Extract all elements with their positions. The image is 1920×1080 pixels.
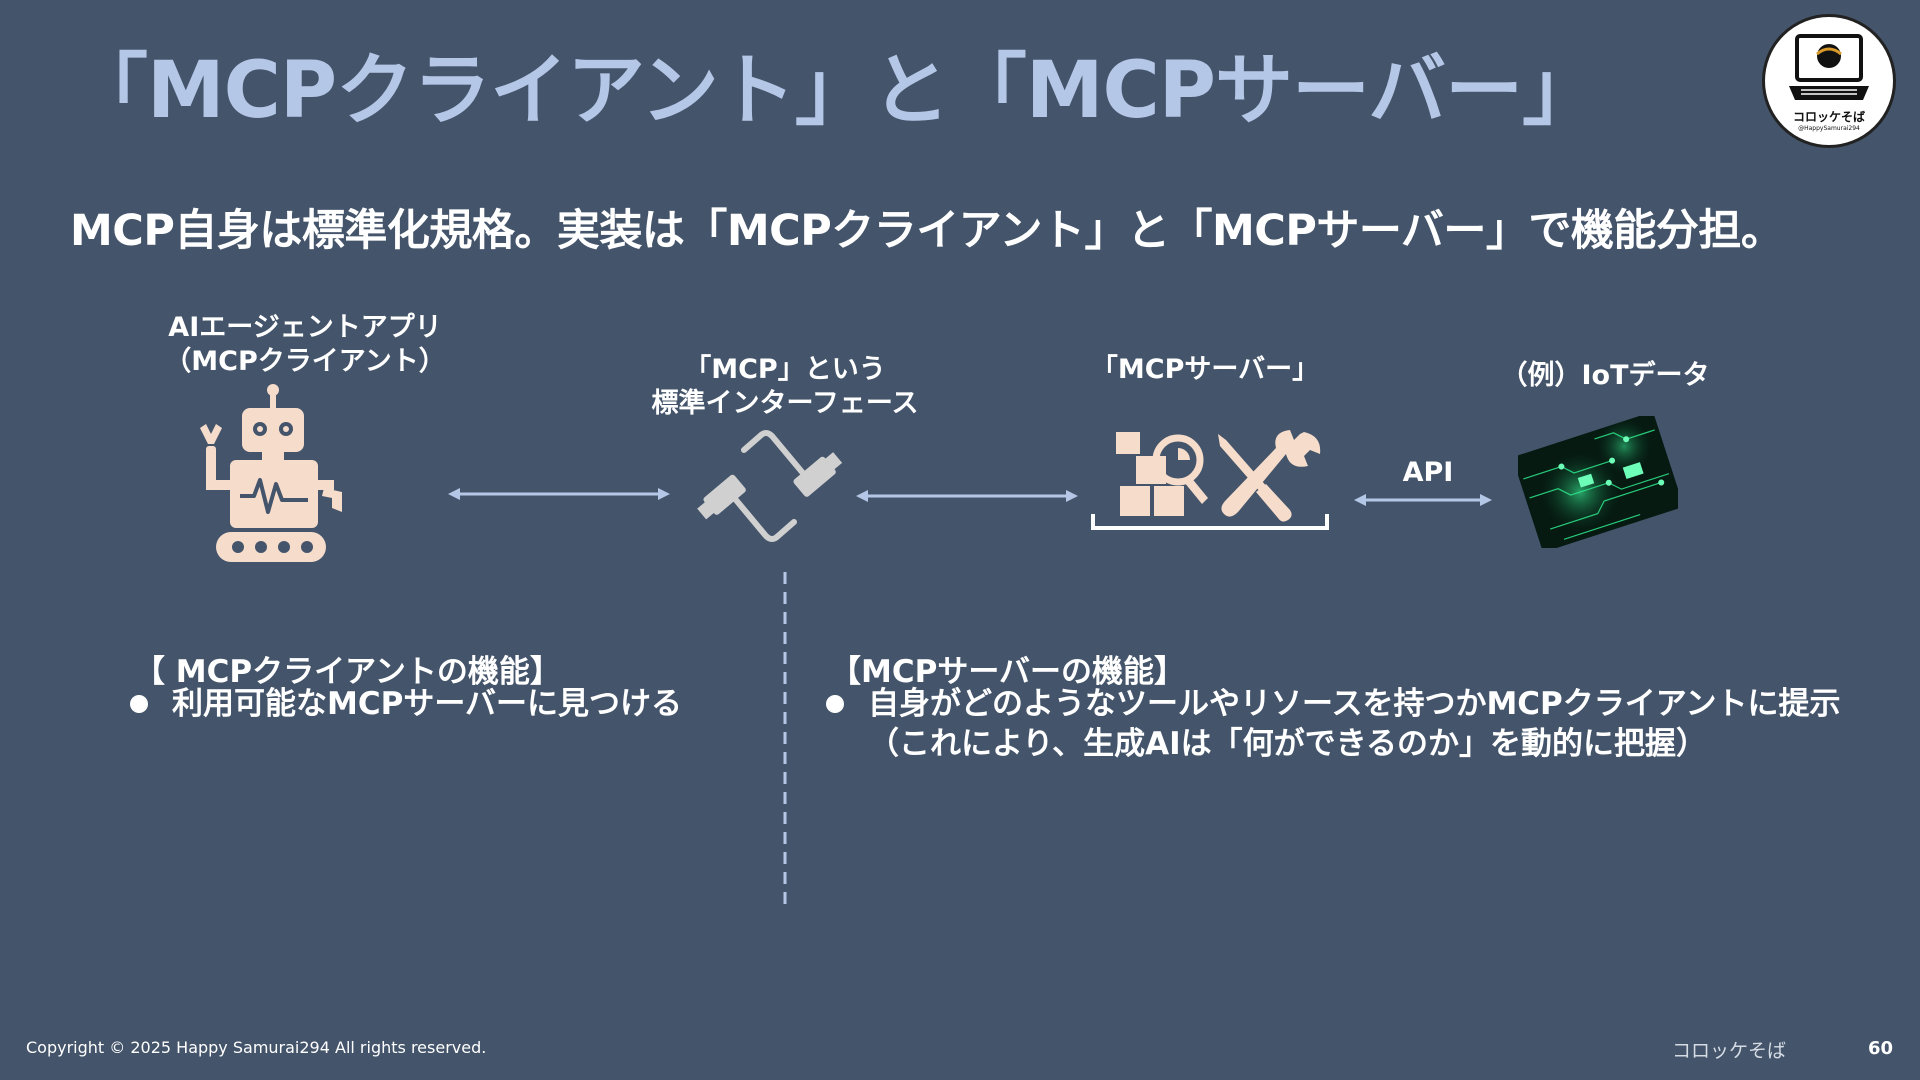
- page-number: 60: [1868, 1038, 1894, 1059]
- laptop-bowl-icon: [1789, 34, 1869, 100]
- brand-logo: コロッケそば @HappySamurai294: [1762, 14, 1896, 148]
- copyright-text: Copyright © 2025 Happy Samurai294 All ri…: [26, 1038, 487, 1057]
- robot-icon: [200, 384, 342, 562]
- server-bullet-line2: （これにより、生成AIは「何ができるのか」を動的に把握）: [868, 726, 1708, 762]
- logo-handle: @HappySamurai294: [1798, 125, 1860, 132]
- interface-label-line1: 「MCP」という: [684, 354, 886, 385]
- slide-subtitle: MCP自身は標準化規格。実装は「MCPクライアント」と「MCPサーバー」で機能分…: [70, 206, 1784, 256]
- server-bullet-list: 自身がどのようなツールやリソースを持つかMCPクライアントに提示 （これにより、…: [826, 684, 1841, 764]
- api-label: API: [1402, 457, 1454, 488]
- server-bullet-line1: 自身がどのようなツールやリソースを持つかMCPクライアントに提示: [868, 686, 1841, 722]
- arrow-interface-server: [856, 490, 1078, 502]
- data-label: （例）IoTデータ: [1500, 360, 1710, 391]
- interface-label-line2: 標準インターフェース: [651, 388, 919, 419]
- logo-text: コロッケそば: [1792, 110, 1865, 124]
- bullet-dot: [826, 695, 844, 713]
- interface-label: 「MCP」という 標準インターフェース: [620, 353, 950, 421]
- list-item: 利用可能なMCPサーバーに見つける: [130, 684, 682, 724]
- client-bullet-list: 利用可能なMCPサーバーに見つける: [130, 684, 682, 724]
- client-bullet-text: 利用可能なMCPサーバーに見つける: [172, 686, 683, 722]
- footer-brand: コロッケそば: [1672, 1040, 1787, 1062]
- boxes-search-icon: [1116, 432, 1208, 516]
- page-title: 「MCPクライアント」と「MCPサーバー」: [70, 46, 1600, 136]
- server-section-heading: 【MCPサーバーの機能】: [830, 654, 1186, 690]
- client-label-line2: （MCPクライアント）: [164, 346, 446, 377]
- tools-icon: [1218, 430, 1321, 522]
- server-label: 「MCPサーバー」: [1090, 354, 1320, 385]
- arrow-client-interface: [448, 488, 670, 500]
- client-label: AIエージェントアプリ （MCPクライアント）: [140, 311, 470, 379]
- circuit-board-image: [1518, 416, 1678, 548]
- client-label-line1: AIエージェントアプリ: [168, 312, 442, 343]
- bullet-dot: [130, 695, 148, 713]
- arrow-server-data: [1354, 494, 1492, 506]
- client-section-heading: 【 MCPクライアントの機能】: [134, 654, 561, 690]
- list-item: 自身がどのようなツールやリソースを持つかMCPクライアントに提示 （これにより、…: [826, 684, 1841, 764]
- server-icons: [1091, 430, 1329, 530]
- section-divider: [783, 572, 787, 908]
- server-bullet-text: 自身がどのようなツールやリソースを持つかMCPクライアントに提示 （これにより、…: [868, 684, 1841, 764]
- usb-cable-icon: [697, 430, 843, 542]
